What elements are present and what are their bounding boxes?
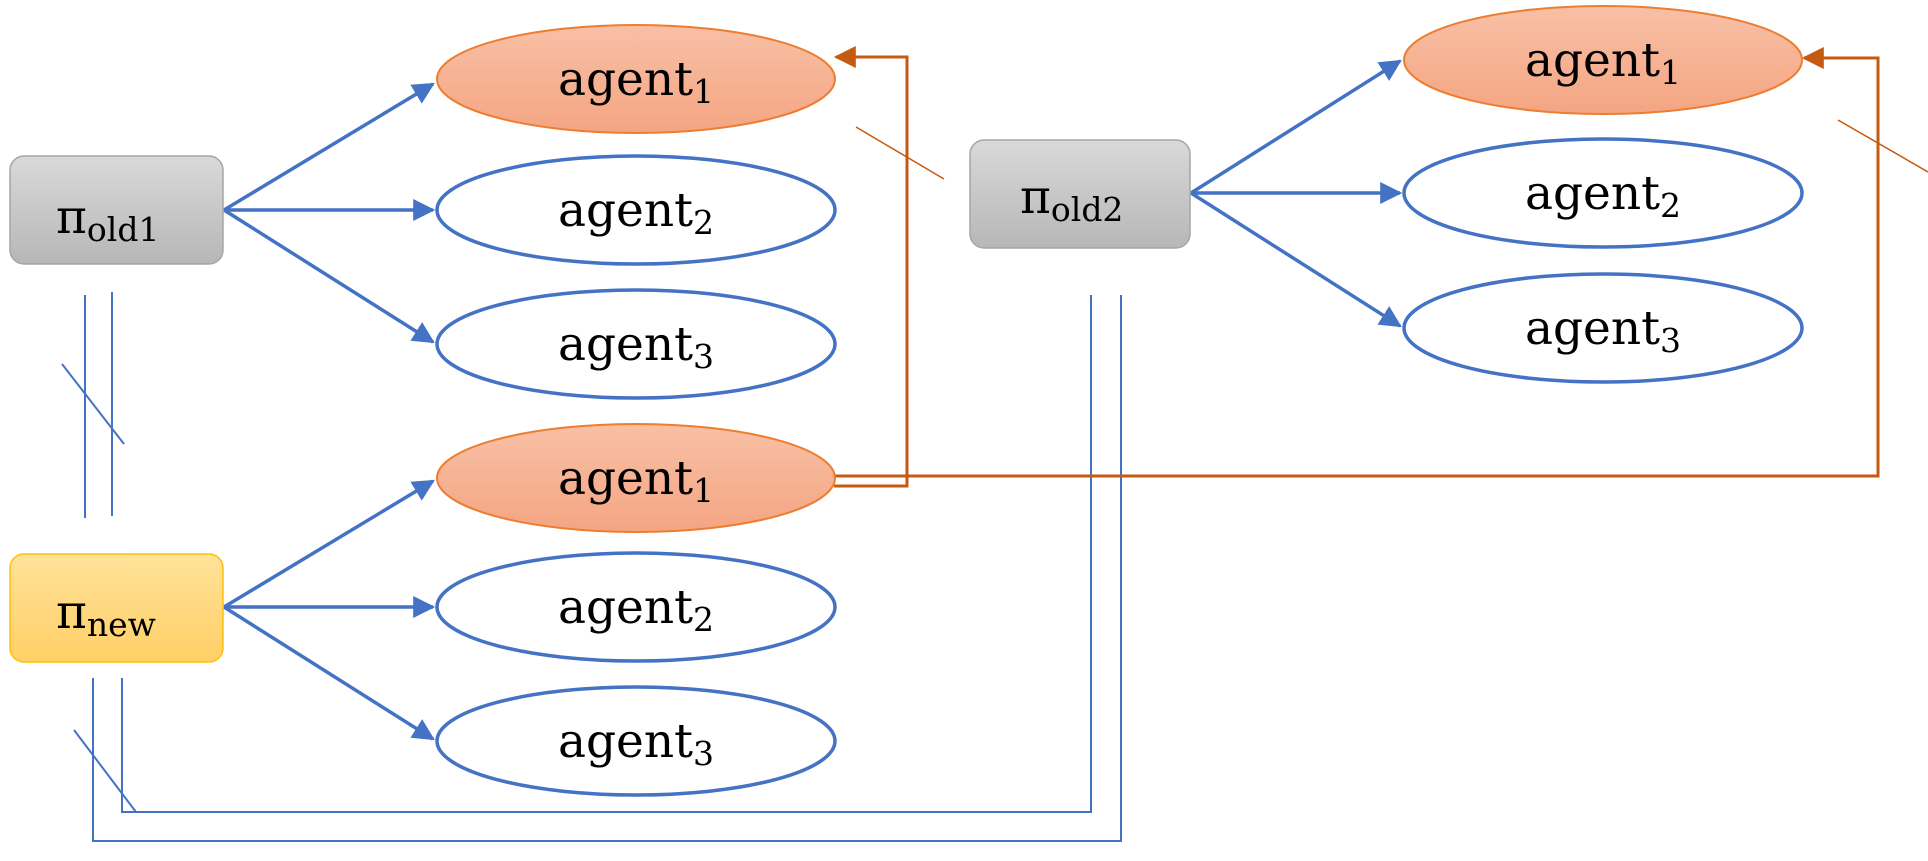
agent-group-new: agent1 agent2 agent3 [435,423,837,797]
feedback-to-old1-agent1 [833,46,909,488]
agent-node-old1-2: agent2 [435,154,837,266]
policy-label-old1: πold1 [56,190,159,249]
arrow-old1-agent1 [223,82,435,212]
agent1-feedback-lines [833,46,1880,488]
agent-shape [1402,272,1804,384]
new-old2-inner-connector [121,295,1092,813]
agent-node-new-1: agent1 [436,423,836,533]
feedback-to-old2-agent1 [834,47,1880,478]
policy-box-old2-shape [969,139,1191,249]
agent-node-old2-2: agent2 [1402,137,1804,249]
arrow-new-agent1 [223,479,435,609]
agent-node-new-2: agent2 [435,551,837,663]
agent-shape [435,685,837,797]
agent-label: agent2 [558,580,714,639]
policy-box-old1-shape [9,155,224,265]
arrow-old2-agent1 [1190,59,1402,195]
agent-shape [435,551,837,663]
agent-node-old2-3: agent3 [1402,272,1804,384]
agent-label: agent1 [558,52,714,111]
policy-label-new: πnew [56,585,156,644]
agent-label: agent1 [558,451,714,510]
agent-node-new-3: agent3 [435,685,837,797]
agent-shape [436,423,836,533]
feedback-slashes [855,119,1928,180]
agent-group-old1: agent1 agent2 agent3 [435,24,837,400]
agent-label: agent1 [1525,33,1681,92]
agent-label: agent3 [1525,301,1681,360]
arrow-old2-agent3 [1190,191,1402,328]
arrow-new-agent3 [223,605,435,741]
agent-shape [1403,5,1803,115]
policy-comparison-lines [61,292,1122,842]
policy-box-old1: πold1 [9,155,224,265]
agent-shape [435,288,837,400]
agent-shape [1402,137,1804,249]
agent-group-old2: agent1 agent2 agent3 [1402,5,1804,384]
old1-new-slash [61,363,125,445]
agent-node-old2-1: agent1 [1403,5,1803,115]
agent-label: agent2 [558,183,714,242]
agent-label: agent2 [1525,166,1681,225]
policy-label-old2: πold2 [1020,170,1123,229]
old1-feedback-slash [855,126,945,180]
agent-label: agent3 [558,317,714,376]
policy-arrows [223,59,1403,741]
agent-node-old1-3: agent3 [435,288,837,400]
agent-shape [435,154,837,266]
agent-shape [436,24,836,134]
arrow-old1-agent3 [223,208,435,344]
policy-box-new: πnew [9,553,224,663]
agent-label: agent3 [558,714,714,773]
new-old2-outer-connector [92,295,1122,842]
policy-box-old2: πold2 [969,139,1191,249]
agent-node-old1-1: agent1 [436,24,836,134]
policy-box-new-shape [9,553,224,663]
new-old2-slash [73,729,137,813]
old2-feedback-slash [1837,119,1928,173]
